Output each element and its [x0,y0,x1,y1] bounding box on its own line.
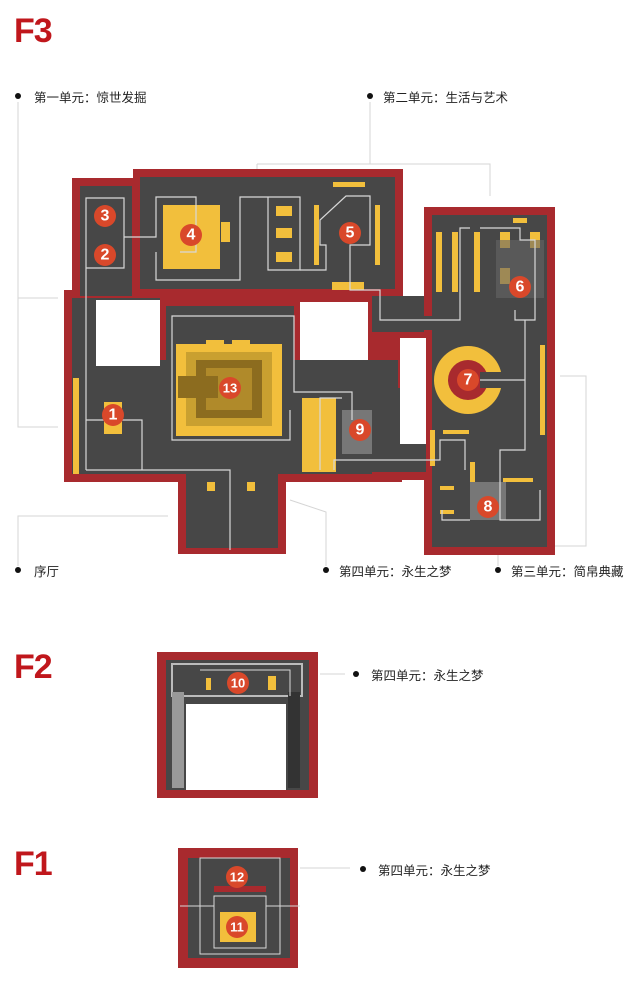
label-prelude: 序厅 [34,564,60,579]
marker-1[interactable]: 1 [102,404,124,426]
svg-text:6: 6 [516,279,525,296]
bullet-icon [15,567,21,573]
svg-text:2: 2 [101,247,110,264]
label-f2-unit4: 第四单元：永生之梦 [371,668,484,683]
marker-13[interactable]: 13 [219,377,241,399]
marker-6[interactable]: 6 [509,276,531,298]
svg-text:11: 11 [230,920,244,935]
marker-9[interactable]: 9 [349,419,371,441]
f1-plan [178,848,300,968]
marker-12[interactable]: 12 [226,866,248,888]
marker-8[interactable]: 8 [477,496,499,518]
bullet-icon [323,567,329,573]
svg-text:5: 5 [346,225,355,242]
marker-11[interactable]: 11 [226,916,248,938]
visitor-route [85,195,541,550]
svg-text:13: 13 [223,381,237,396]
svg-text:9: 9 [356,422,365,439]
marker-4[interactable]: 4 [180,224,202,246]
marker-3[interactable]: 3 [94,205,116,227]
label-f1-unit4: 第四单元：永生之梦 [378,863,491,878]
svg-text:1: 1 [109,407,118,424]
floor-title-f2: F2 [14,648,53,686]
svg-text:8: 8 [484,499,493,516]
label-unit4: 第四单元：永生之梦 [339,564,452,579]
bullet-icon [495,567,501,573]
marker-5[interactable]: 5 [339,222,361,244]
floor-title-f3: F3 [14,12,53,50]
marker-7[interactable]: 7 [457,369,479,391]
bullet-icon [367,93,373,99]
f2-plan [157,652,318,798]
markers: 1 2 3 4 5 6 7 8 9 10 11 12 13 [94,205,531,938]
svg-text:3: 3 [101,208,110,225]
label-unit1: 第一单元：惊世发掘 [34,90,147,105]
bullet-icon [353,671,359,677]
svg-text:4: 4 [187,227,196,244]
bullet-icon [15,93,21,99]
floor-title-f1: F1 [14,845,53,883]
bullet-icon [360,866,366,872]
f3-courtyards [96,300,426,444]
svg-text:12: 12 [230,870,244,885]
marker-10[interactable]: 10 [227,672,249,694]
svg-text:7: 7 [464,372,473,389]
marker-2[interactable]: 2 [94,244,116,266]
label-unit3: 第三单元：简帛典藏 [511,564,624,579]
svg-text:10: 10 [231,676,245,691]
label-unit2: 第二单元：生活与艺术 [383,90,509,105]
